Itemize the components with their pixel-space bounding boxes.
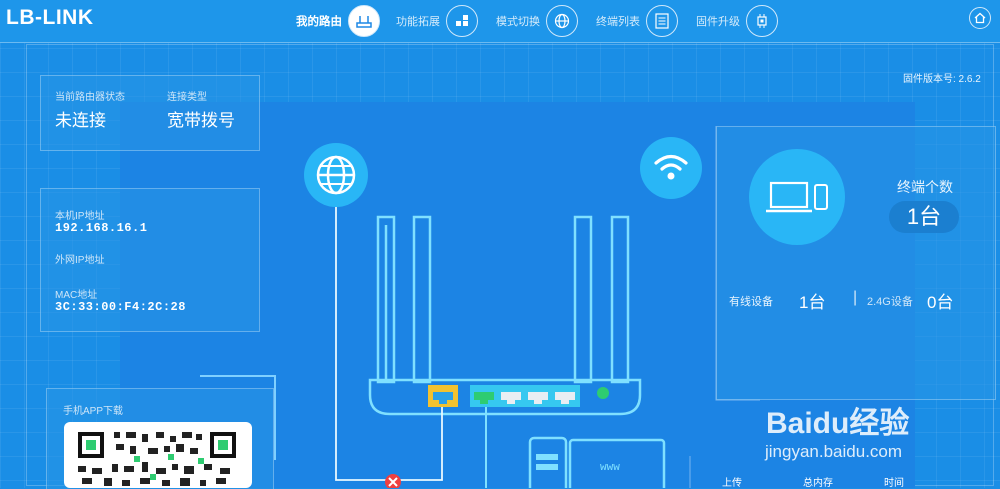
lan-port-1 xyxy=(474,392,494,404)
internet-globe-icon xyxy=(304,143,368,207)
app-download-label: 手机APP下载 xyxy=(63,406,124,417)
home-button[interactable] xyxy=(969,7,991,29)
power-led xyxy=(597,387,609,399)
top-nav-bar: LB-LINK 我的路由 功能拓展 模式切换 终端列表 固件升级 xyxy=(0,0,1000,43)
wired-devices-value: 1台 xyxy=(799,293,826,312)
router-icon xyxy=(348,5,380,37)
nav-terminal-list[interactable]: 终端列表 xyxy=(596,4,678,38)
terminal-stats-card: 终端个数 1台 有线设备 1台 | 2.4G设备 0台 xyxy=(716,126,996,400)
wired-devices-label: 有线设备 xyxy=(729,296,773,308)
lan-port-4 xyxy=(555,392,575,404)
local-ip-label: 本机IP地址 xyxy=(55,211,105,222)
chip-icon xyxy=(746,5,778,37)
baidu-watermark-url: jingyan.baidu.com xyxy=(765,442,903,461)
memory-label: 总内存 xyxy=(803,478,833,489)
stats-divider: | xyxy=(853,289,858,306)
terminal-count-label: 终端个数 xyxy=(897,179,953,195)
www-label: www xyxy=(600,462,620,474)
mac-label: MAC地址 xyxy=(55,290,98,301)
connection-type-label: 连接类型 xyxy=(167,92,207,103)
baidu-watermark: Baidu经验 xyxy=(766,407,910,440)
network-info-card: 本机IP地址 192.168.16.1 外网IP地址 MAC地址 3C:33:0… xyxy=(40,188,260,332)
upload-label: 上传 xyxy=(722,478,742,489)
list-icon xyxy=(646,5,678,37)
nav-features[interactable]: 功能拓展 xyxy=(396,4,478,38)
terminal-count-value: 1台 xyxy=(889,201,959,233)
time-label: 时间 xyxy=(884,478,904,489)
wan-ip-label: 外网IP地址 xyxy=(55,255,105,266)
wifi-devices-label: 2.4G设备 xyxy=(867,296,913,308)
grid-icon xyxy=(446,5,478,37)
lan-port-2 xyxy=(501,392,521,404)
nav-my-router-label: 我的路由 xyxy=(296,16,342,28)
nav-terminal-list-label: 终端列表 xyxy=(596,16,640,28)
nav-firmware-upgrade-label: 固件升级 xyxy=(696,16,740,28)
mac-value: 3C:33:00:F4:2C:28 xyxy=(55,300,186,314)
wifi-icon xyxy=(640,137,702,199)
wifi-devices-value: 0台 xyxy=(927,293,954,312)
home-icon xyxy=(974,12,986,24)
brand-logo: LB-LINK xyxy=(6,6,94,29)
nav-features-label: 功能拓展 xyxy=(396,16,440,28)
qr-code[interactable] xyxy=(64,422,252,488)
local-ip-value: 192.168.16.1 xyxy=(55,221,148,235)
firmware-version: 固件版本号: 2.6.2 xyxy=(903,74,981,85)
devices-icon xyxy=(749,149,845,245)
nav-mode-switch[interactable]: 模式切换 xyxy=(496,4,578,38)
globe-icon xyxy=(546,5,578,37)
nav-mode-switch-label: 模式切换 xyxy=(496,16,540,28)
router-status-card: 当前路由器状态 未连接 连接类型 宽带拨号 xyxy=(40,75,260,151)
lan-port-3 xyxy=(528,392,548,404)
nav-my-router[interactable]: 我的路由 xyxy=(296,4,380,38)
router-state-value: 未连接 xyxy=(55,111,106,130)
nav-firmware-upgrade[interactable]: 固件升级 xyxy=(696,4,778,38)
router-state-label: 当前路由器状态 xyxy=(55,92,125,103)
connection-type-value: 宽带拨号 xyxy=(167,111,235,130)
